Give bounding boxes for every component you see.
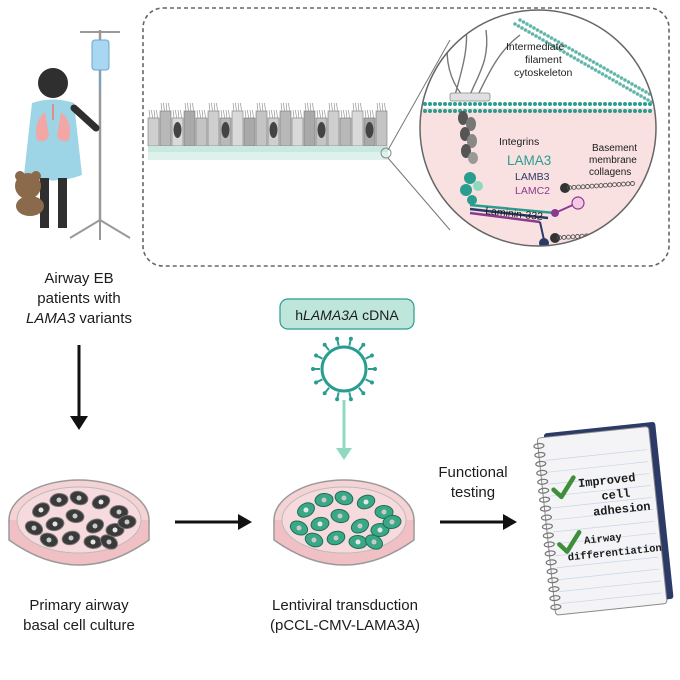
results-notebook: Improved cell adhesion Airway differenti… bbox=[533, 422, 674, 616]
primary-label-2: basal cell culture bbox=[23, 617, 135, 634]
result-2-line-1: Airway bbox=[584, 532, 624, 548]
primary-label-1: Primary airway bbox=[29, 597, 129, 614]
patient-label-1: Airway EB bbox=[44, 270, 113, 287]
functional-label-2: testing bbox=[451, 484, 495, 501]
ifc-label-3: cytoskeleton bbox=[514, 67, 573, 79]
result-1-line-2: cell bbox=[601, 487, 631, 504]
lama3-label: LAMA3 bbox=[507, 153, 551, 168]
hemidesmosome-plaque bbox=[449, 92, 491, 102]
integrin-stalk bbox=[458, 111, 478, 164]
bm-label-1: Basement bbox=[592, 143, 637, 154]
airway-epithelium bbox=[147, 102, 388, 160]
basement-membrane-zone bbox=[420, 108, 656, 246]
result-1-line-1: Improved bbox=[577, 471, 636, 491]
patient-illustration bbox=[15, 30, 131, 240]
lenti-label-2: (pCCL-CMV-LAMA3A) bbox=[270, 617, 420, 634]
lamb3-label: LAMB3 bbox=[515, 171, 550, 183]
check-icon-adhesion bbox=[551, 475, 576, 500]
patient-label-3: LAMA3 variants bbox=[26, 310, 132, 327]
laminin-332 bbox=[460, 172, 585, 246]
result-1-line-3: adhesion bbox=[592, 500, 651, 520]
cdna-box bbox=[279, 298, 415, 330]
ifc-label-1: Intermediate bbox=[506, 41, 565, 53]
patient-label-2: patients with bbox=[37, 290, 120, 307]
ifc-label-2: filament bbox=[525, 54, 562, 66]
transduced-culture-dish bbox=[273, 479, 415, 566]
zoom-line-bottom bbox=[387, 157, 451, 231]
inset-panel bbox=[142, 7, 670, 267]
functional-label-1: Functional bbox=[438, 464, 507, 481]
bm-label-3: collagens bbox=[589, 167, 631, 178]
integrins-label: Integrins bbox=[499, 136, 539, 148]
primary-culture-dish bbox=[8, 479, 150, 566]
lentivirus-icon bbox=[311, 336, 377, 402]
bm-label-2: membrane bbox=[589, 155, 637, 166]
lenti-label-1: Lentiviral transduction bbox=[272, 597, 418, 614]
cdna-label: hLAMA3A cDNA bbox=[295, 307, 399, 323]
zoom-line-top bbox=[387, 39, 451, 151]
lamc2-label: LAMC2 bbox=[515, 185, 550, 197]
check-icon-differentiation bbox=[557, 529, 582, 554]
